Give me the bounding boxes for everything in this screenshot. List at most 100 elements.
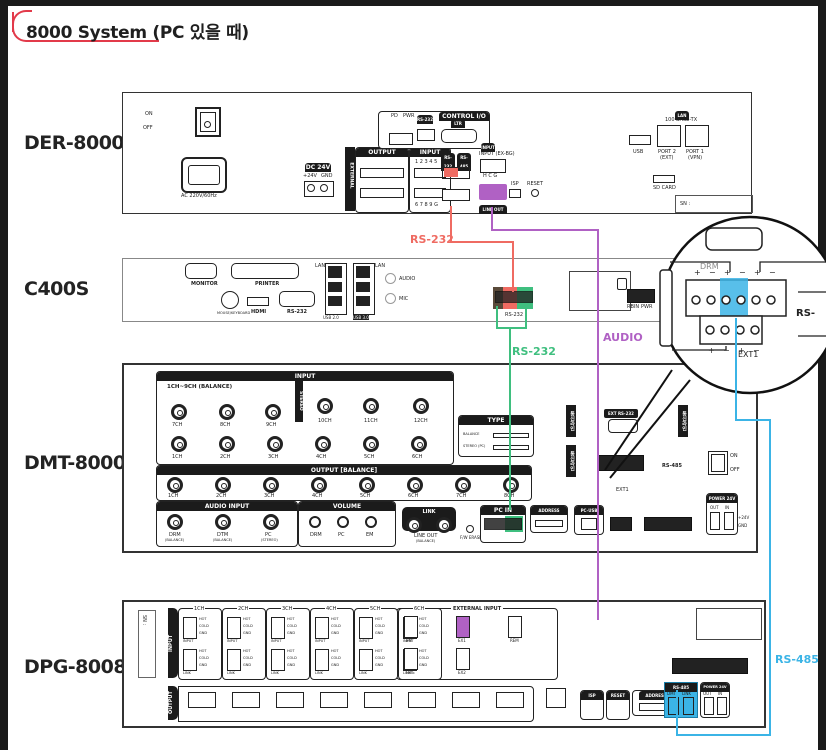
dpg-channel-label: 3CH bbox=[281, 606, 294, 612]
dmt-volume-knob[interactable] bbox=[365, 516, 377, 528]
dpg-link-terminal bbox=[271, 649, 285, 671]
dpg-sn-label: SN : bbox=[141, 615, 147, 626]
dmt-audio-input-sub: (STEREO) bbox=[261, 538, 278, 542]
dpg-pin-label: COLD bbox=[331, 656, 341, 660]
dmt-line-out-sub: (BALANCE) bbox=[416, 539, 436, 543]
c400s-lan-usb3-stack bbox=[353, 263, 375, 315]
dpg-pin-label: COLD bbox=[243, 656, 253, 660]
dmt-audio-input-header: AUDIO INPUT bbox=[157, 502, 297, 511]
dmt-io-terminal bbox=[644, 517, 692, 531]
dmt-comm-line-left-2: 통신라인 bbox=[566, 445, 576, 477]
dpg-rotary[interactable] bbox=[546, 688, 566, 708]
der-usb-label: USB bbox=[633, 149, 644, 155]
dmt-input-header: INPUT bbox=[157, 372, 453, 381]
dpg-isp-label: ISP bbox=[581, 691, 603, 700]
dpg-pin-label: GND bbox=[331, 663, 340, 667]
der-ltr-label: LTR bbox=[451, 119, 465, 128]
dmt-fw-eraser-button[interactable] bbox=[466, 525, 474, 533]
c400s-ps2-port bbox=[221, 291, 239, 309]
dmt-type-balance: BALANCE bbox=[463, 432, 480, 436]
dpg-pin-label: HOT bbox=[287, 617, 295, 621]
dmt-input-jack bbox=[219, 404, 235, 420]
dmt-output-jack bbox=[359, 477, 375, 493]
dpg-pin-label: HOT bbox=[375, 617, 383, 621]
c400s-panel: MONITOR PRINTER MOUSE/KEYBOARD HDMI RS-2… bbox=[122, 258, 764, 322]
dpg-pin-label: HOT bbox=[419, 617, 427, 621]
dpg-link-terminal bbox=[359, 649, 373, 671]
dpg-channel-label: 5CH bbox=[369, 606, 382, 612]
dpg-output-terminal bbox=[232, 692, 260, 708]
dpg-isp-block: ISP bbox=[580, 690, 604, 720]
dmt-input-jack bbox=[411, 436, 427, 452]
dpg-reset-block[interactable]: RESET bbox=[606, 690, 630, 720]
dpg-pin-label: COLD bbox=[199, 656, 209, 660]
title-underline bbox=[12, 12, 159, 42]
dpg-input-tag: INPUT bbox=[271, 639, 282, 643]
c400s-usb2-label: USB 2.0 bbox=[323, 315, 339, 320]
der-input-ex-hcg: H C G bbox=[483, 173, 498, 179]
dmt-power-out: OUT bbox=[710, 505, 719, 510]
der-isp-port bbox=[509, 189, 521, 198]
c400s-term-label: RS-232 bbox=[505, 312, 523, 318]
device-label-c400s: C400S bbox=[24, 278, 89, 300]
zoom-pin-bottom: + bbox=[708, 346, 715, 355]
label-rs485: RS-485 bbox=[775, 653, 819, 666]
dmt-input-label: 4CH bbox=[316, 454, 327, 460]
der-power-switch[interactable] bbox=[195, 107, 221, 137]
dmt-type-stereo: STEREO (PC) bbox=[463, 444, 486, 448]
dpg-pin-label: COLD bbox=[375, 656, 385, 660]
device-label-dmt8000: DMT-8000 bbox=[24, 452, 126, 474]
der-rs232-small-terminal bbox=[417, 129, 435, 141]
der-port2-sub: (EXT) bbox=[660, 155, 674, 161]
dmt-audio-input-jack bbox=[263, 514, 279, 530]
dmt-audio-input-name: DTM bbox=[217, 532, 229, 538]
dmt-stereo-label: STEREO bbox=[295, 380, 303, 422]
zoom-screw bbox=[705, 325, 715, 335]
zoom-pin-top: − bbox=[769, 268, 776, 277]
dpg-power24-block: POWER 24V OUT IN bbox=[700, 682, 730, 718]
dmt-power-off: OFF bbox=[730, 467, 740, 473]
dmt-type-header: TYPE bbox=[459, 416, 533, 425]
dmt-pc-usb-header: PC-USB bbox=[575, 506, 603, 515]
dmt-power-switch[interactable] bbox=[708, 451, 728, 475]
dpg-pin-label: GND bbox=[287, 631, 296, 635]
c400s-rs232-port bbox=[279, 291, 315, 307]
dpg-pin-label: GND bbox=[243, 631, 252, 635]
dmt-volume-header: VOLUME bbox=[299, 502, 395, 511]
dmt-output-label: 5CH bbox=[360, 493, 371, 499]
c400s-hdmi-label: HDMI bbox=[251, 309, 267, 315]
dpg-pin-label: COLD bbox=[287, 624, 297, 628]
der-reset-button[interactable] bbox=[531, 189, 539, 197]
dpg-pin-label: GND bbox=[375, 663, 384, 667]
dmt-input-sub: 1CH~9CH (BALANCE) bbox=[167, 384, 233, 390]
der-rs232-small: RS-232 bbox=[417, 115, 433, 124]
dmt-audio-input-name: DRM bbox=[169, 532, 181, 538]
dpg-link-tag: LINK bbox=[183, 671, 191, 675]
dpg-pin-label: HOT bbox=[199, 617, 207, 621]
dmt-volume-knob[interactable] bbox=[337, 516, 349, 528]
dpg-ext-terminal bbox=[456, 616, 470, 638]
c400s-printer-label: PRINTER bbox=[255, 281, 280, 287]
dmt-output-jack bbox=[167, 477, 183, 493]
dpg-pin-label: GND bbox=[419, 663, 428, 667]
dpg-pin-label: HOT bbox=[331, 617, 339, 621]
dpg-pin-label: HOT bbox=[243, 649, 251, 653]
dpg-channel-label: 4CH bbox=[325, 606, 338, 612]
label-audio: AUDIO bbox=[603, 331, 643, 344]
c400s-mouse-label: MOUSE/KEYBOARD bbox=[217, 311, 251, 315]
der-pwr-label: PWR bbox=[403, 113, 415, 119]
dmt-link-block: LINK bbox=[402, 507, 456, 533]
dmt-input-jack bbox=[219, 436, 235, 452]
dpg-input-terminal bbox=[315, 617, 329, 639]
der-sd-slot bbox=[653, 175, 675, 183]
dmt-volume-knob[interactable] bbox=[309, 516, 321, 528]
dpg-control-terminal bbox=[672, 658, 748, 674]
dmt-power-gnd: GND bbox=[738, 523, 748, 528]
zoom-screw bbox=[720, 325, 730, 335]
der-dc-gnd: GND bbox=[321, 173, 333, 179]
dmt-audio-input-sub: (BALANCE) bbox=[165, 538, 185, 542]
dpg-output-terminal bbox=[452, 692, 480, 708]
dmt-input-label: 7CH bbox=[172, 422, 183, 428]
